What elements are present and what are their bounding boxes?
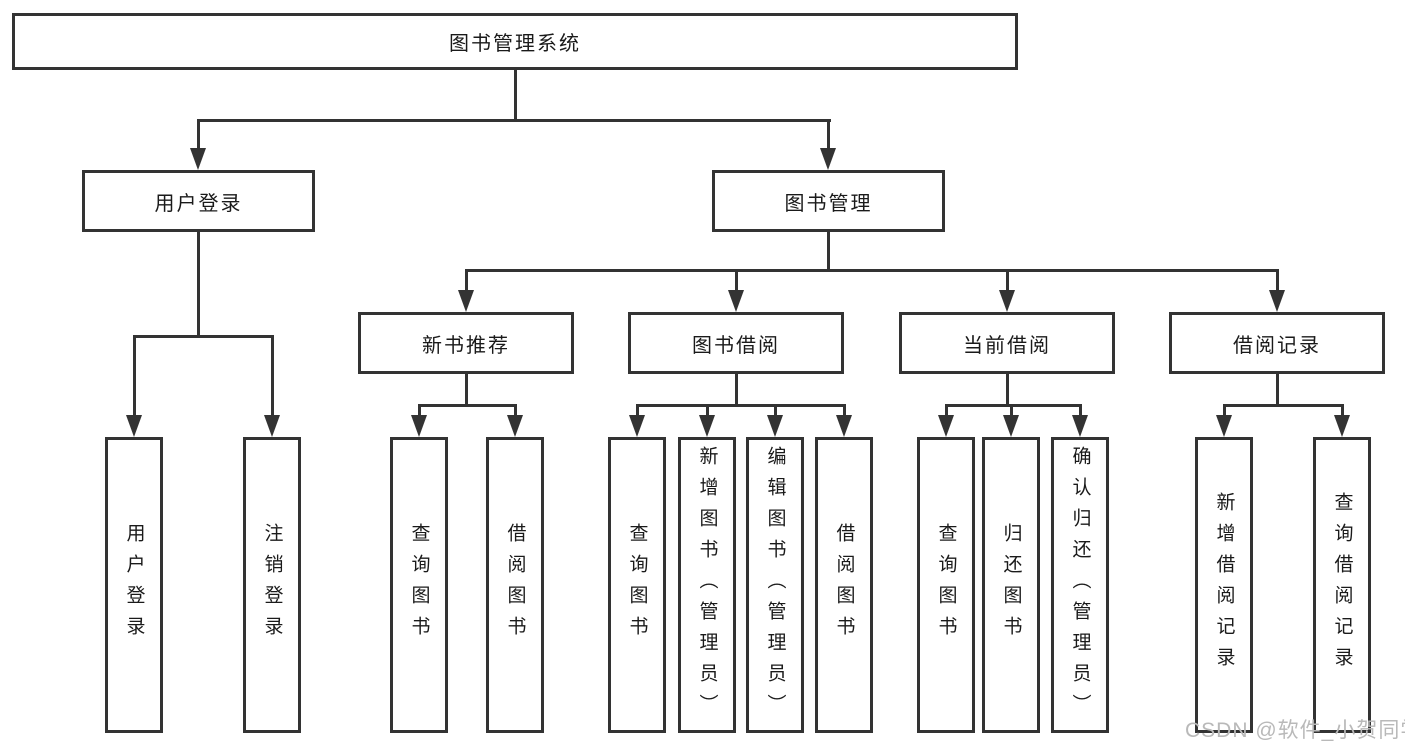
arrowhead xyxy=(699,415,715,437)
connector-drop-leaf-user-login xyxy=(133,335,136,417)
node-user-login: 用户登录 xyxy=(82,170,315,232)
node-new-book-rec-label: 新书推荐 xyxy=(422,334,510,357)
arrowhead xyxy=(999,290,1015,312)
node-root-label: 图书管理系统 xyxy=(449,33,581,55)
node-book-borrow-label: 图书借阅 xyxy=(692,334,780,357)
connector-root-trunk xyxy=(514,70,517,120)
arrowhead xyxy=(728,290,744,312)
connector-drop-cb-return xyxy=(1010,404,1013,418)
connector-drop-leaf-logout xyxy=(271,335,274,417)
node-leaf-bb-add: 新增图书（管理员） xyxy=(678,437,736,733)
connector-records-bar xyxy=(1223,404,1344,407)
node-leaf-cb-query: 查询图书 xyxy=(917,437,975,733)
connector-drop-bb-query xyxy=(636,404,639,418)
node-leaf-bb-borrow-label: 借阅图书 xyxy=(833,523,855,647)
arrowhead xyxy=(458,290,474,312)
connector-drop-br-add xyxy=(1223,404,1226,418)
connector-records-trunk xyxy=(1276,374,1279,406)
connector-drop-bb-add xyxy=(706,404,709,418)
watermark: CSDN @软件_小贺同学 xyxy=(1185,719,1405,742)
arrowhead xyxy=(1072,415,1088,437)
node-leaf-user-login: 用户登录 xyxy=(105,437,163,733)
node-leaf-br-query-label: 查询借阅记录 xyxy=(1331,492,1353,678)
arrowhead xyxy=(767,415,783,437)
arrowhead xyxy=(190,148,206,170)
node-leaf-nb-borrow-label: 借阅图书 xyxy=(504,523,526,647)
arrowhead xyxy=(507,415,523,437)
connector-drop-cb-confirm xyxy=(1079,404,1082,418)
arrowhead xyxy=(1269,290,1285,312)
connector-level3-bar xyxy=(465,269,1279,272)
arrowhead xyxy=(836,415,852,437)
connector-level2-bar xyxy=(197,119,831,122)
node-leaf-nb-query-label: 查询图书 xyxy=(408,523,430,647)
node-leaf-br-query: 查询借阅记录 xyxy=(1313,437,1371,733)
node-new-book-rec: 新书推荐 xyxy=(358,312,574,374)
connector-drop-br-query xyxy=(1341,404,1344,418)
node-user-login-label: 用户登录 xyxy=(154,192,243,215)
connector-user-login-bar xyxy=(133,335,274,338)
node-leaf-cb-return-label: 归还图书 xyxy=(1000,523,1022,647)
node-root: 图书管理系统 xyxy=(12,13,1018,70)
connector-drop-nb-borrow xyxy=(514,404,517,418)
connector-book-borrow-bar xyxy=(636,404,846,407)
node-leaf-bb-edit: 编辑图书（管理员） xyxy=(746,437,804,733)
connector-drop-user-login xyxy=(197,119,200,151)
node-leaf-nb-query: 查询图书 xyxy=(390,437,448,733)
arrowhead xyxy=(264,415,280,437)
node-leaf-nb-borrow: 借阅图书 xyxy=(486,437,544,733)
node-borrow-records-label: 借阅记录 xyxy=(1233,334,1321,357)
arrowhead xyxy=(1003,415,1019,437)
connector-new-book-bar xyxy=(418,404,517,407)
connector-current-bar xyxy=(945,404,1082,407)
node-leaf-cb-query-label: 查询图书 xyxy=(935,523,957,647)
connector-drop-current-borrow xyxy=(1006,269,1009,293)
connector-user-login-trunk xyxy=(197,232,200,338)
arrowhead xyxy=(1216,415,1232,437)
connector-book-borrow-trunk xyxy=(735,374,738,406)
node-leaf-user-login-label: 用户登录 xyxy=(123,523,145,647)
connector-drop-new-book-rec xyxy=(465,269,468,293)
arrowhead xyxy=(820,148,836,170)
node-current-borrow-label: 当前借阅 xyxy=(963,334,1051,357)
node-book-mgmt-label: 图书管理 xyxy=(784,192,873,215)
connector-book-mgmt-trunk xyxy=(827,232,830,272)
connector-drop-book-mgmt xyxy=(827,119,830,151)
connector-drop-borrow-records xyxy=(1276,269,1279,293)
arrowhead xyxy=(1334,415,1350,437)
node-leaf-br-add: 新增借阅记录 xyxy=(1195,437,1253,733)
node-leaf-logout: 注销登录 xyxy=(243,437,301,733)
connector-drop-cb-query xyxy=(945,404,948,418)
connector-current-trunk xyxy=(1006,374,1009,406)
node-book-borrow: 图书借阅 xyxy=(628,312,844,374)
connector-drop-bb-borrow xyxy=(843,404,846,418)
node-leaf-bb-borrow: 借阅图书 xyxy=(815,437,873,733)
node-leaf-br-add-label: 新增借阅记录 xyxy=(1213,492,1235,678)
node-leaf-logout-label: 注销登录 xyxy=(261,523,283,647)
node-leaf-cb-confirm-label: 确认归还（管理员） xyxy=(1069,445,1091,725)
node-leaf-bb-add-label: 新增图书（管理员） xyxy=(696,445,718,725)
connector-new-book-trunk xyxy=(465,374,468,406)
arrowhead xyxy=(126,415,142,437)
node-leaf-bb-query: 查询图书 xyxy=(608,437,666,733)
node-leaf-cb-return: 归还图书 xyxy=(982,437,1040,733)
arrowhead xyxy=(938,415,954,437)
connector-drop-book-borrow xyxy=(735,269,738,293)
connector-drop-nb-query xyxy=(418,404,421,418)
node-current-borrow: 当前借阅 xyxy=(899,312,1115,374)
node-borrow-records: 借阅记录 xyxy=(1169,312,1385,374)
arrowhead xyxy=(629,415,645,437)
node-leaf-bb-edit-label: 编辑图书（管理员） xyxy=(764,445,786,725)
node-leaf-bb-query-label: 查询图书 xyxy=(626,523,648,647)
node-leaf-cb-confirm: 确认归还（管理员） xyxy=(1051,437,1109,733)
node-book-mgmt: 图书管理 xyxy=(712,170,945,232)
connector-drop-bb-edit xyxy=(774,404,777,418)
arrowhead xyxy=(411,415,427,437)
